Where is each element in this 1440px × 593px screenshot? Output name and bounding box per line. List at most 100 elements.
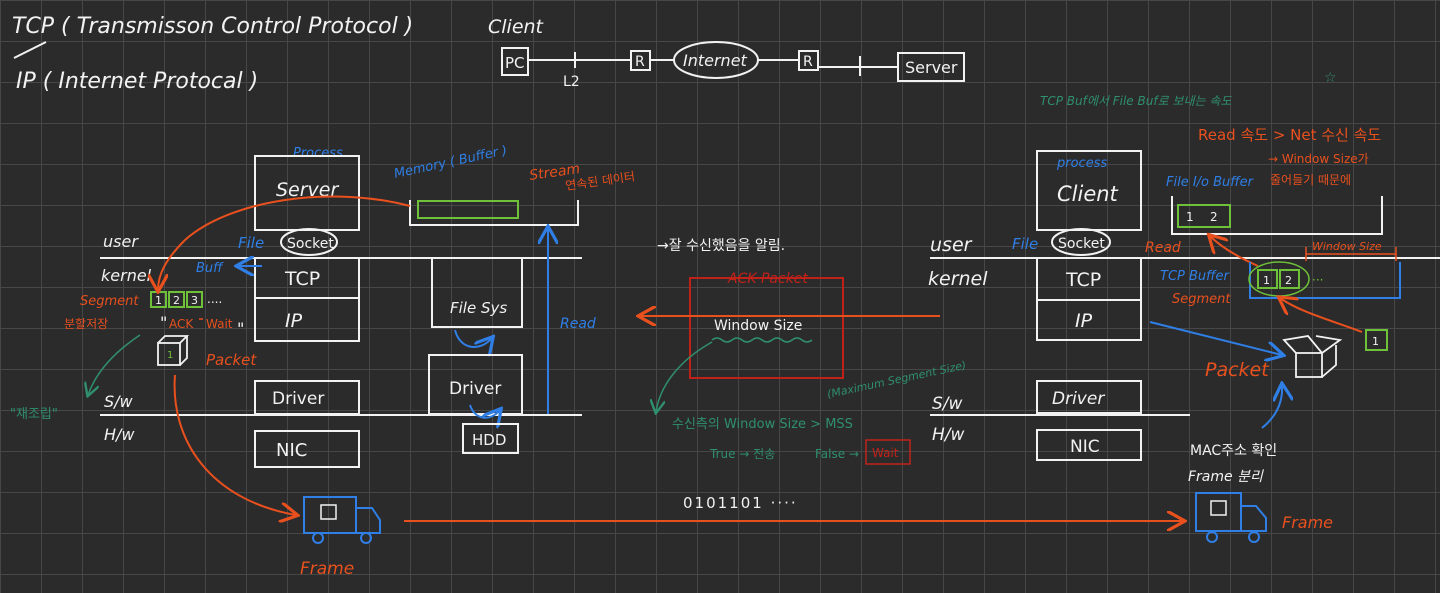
net-server-label: Server xyxy=(905,58,958,77)
net-router-1-label: R xyxy=(635,54,645,70)
server-seg-3-label: 3 xyxy=(191,294,198,307)
net-server-box xyxy=(897,52,965,82)
file-io-buffer-data xyxy=(1177,204,1231,228)
client-read-label: Read xyxy=(1145,240,1181,256)
window-rule-arrow xyxy=(656,341,713,412)
tcp-buffer-label: TCP Buffer xyxy=(1160,269,1231,284)
tcp-buf-seg-2 xyxy=(1279,269,1300,289)
server-seg-1-label: 1 xyxy=(155,294,162,307)
client-packet-label: Packet xyxy=(1205,359,1270,381)
memory-buffer-data xyxy=(417,200,519,219)
reassemble-arrow xyxy=(88,334,141,395)
net-client-label: Client xyxy=(488,16,545,38)
client-process-name: Client xyxy=(1057,182,1119,206)
driver2-label: Driver xyxy=(449,379,501,399)
server-file-label: File xyxy=(238,234,264,252)
bits-label: 0101101 ···· xyxy=(683,494,798,512)
file-io-buffer-box xyxy=(1171,196,1383,235)
server-segment-label: Segment xyxy=(80,294,139,309)
filesys-label: File Sys xyxy=(450,299,507,317)
server-tcp-label: TCP xyxy=(284,268,320,290)
ack-close-quote: " xyxy=(237,319,244,338)
reassemble-label: "재조립" xyxy=(10,407,58,422)
ack-open-quote: " xyxy=(160,313,167,332)
client-socket-label: Socket xyxy=(1058,236,1105,252)
net-pc-box xyxy=(501,47,529,76)
title-slash xyxy=(13,41,47,59)
file-io-buf-2: 2 xyxy=(1210,210,1218,224)
ack-wait-ack: ACK xyxy=(169,317,194,331)
true-note: True → 전송 xyxy=(709,447,775,461)
server-seg-3 xyxy=(186,291,203,308)
server-sw-label: S/w xyxy=(104,392,134,411)
ack-wait-wait: Wait xyxy=(206,317,233,331)
client-frame-label: Frame xyxy=(1282,513,1333,532)
client-side: user kernel S/w H/w process Client File … xyxy=(928,70,1440,543)
client-sw-label: S/w xyxy=(932,394,963,414)
window-size-underline xyxy=(711,337,813,343)
server-process-label: Process xyxy=(293,146,343,161)
client-nic-label: NIC xyxy=(1070,437,1100,457)
server-packet-icon xyxy=(157,335,190,366)
client-process-label: process xyxy=(1056,156,1107,171)
server-seg-2-label: 2 xyxy=(173,294,180,307)
hdd-label: HDD xyxy=(472,431,506,449)
network-topology: Client PC L2 R Internet R Server xyxy=(488,16,965,90)
server-side: user kernel S/w H/w Process Server File … xyxy=(10,143,636,579)
packet-to-frame-arrow xyxy=(173,374,296,515)
tcp-buffer-box xyxy=(1249,262,1401,299)
stream-label: Stream xyxy=(528,161,581,184)
title-ip: IP ( Internet Protocal ) xyxy=(16,69,258,94)
client-packet-icon xyxy=(1282,335,1343,378)
server-ip-label: IP xyxy=(285,310,303,332)
server-socket-label: Socket xyxy=(287,236,334,252)
net-router-2-label: R xyxy=(803,54,813,70)
filesys-to-driver-arrow xyxy=(454,329,492,347)
server-seg-dots: .... xyxy=(207,292,222,306)
server-truck-icon xyxy=(303,496,381,544)
client-hw-label: H/w xyxy=(932,425,965,445)
window-size-label: Window Size xyxy=(714,318,802,334)
client-kernel-label: kernel xyxy=(928,268,988,290)
memory-buffer-label: Memory ( Buffer ) xyxy=(393,143,509,182)
server-split-store: 분할저장 xyxy=(64,317,108,331)
memory-buffer-box xyxy=(409,200,579,226)
client-packet-seg xyxy=(1365,329,1388,351)
client-segment-label: Segment xyxy=(1172,292,1231,307)
client-file-label: File xyxy=(1012,235,1038,253)
server-hw-label: H/w xyxy=(104,425,135,444)
file-io-buf-1: 1 xyxy=(1186,210,1194,224)
window-rule: 수신측의 Window Size > MSS xyxy=(672,417,853,432)
net-pc-label: PC xyxy=(505,54,525,72)
wait-box xyxy=(865,439,911,465)
client-driver-box xyxy=(1036,380,1142,414)
server-packet-label: Packet xyxy=(206,351,257,369)
server-ip-box xyxy=(254,297,360,342)
server-buff-label: Buff xyxy=(196,261,224,276)
server-kernel-label: kernel xyxy=(101,266,152,285)
client-socket xyxy=(1051,228,1111,256)
client-driver-label: Driver xyxy=(1052,389,1105,409)
speed-star: ☆ xyxy=(1324,70,1337,86)
filesys-box xyxy=(431,257,523,328)
mac-check-label: MAC주소 확인 xyxy=(1190,443,1277,459)
window-shrink-note: → Window Size가 xyxy=(1268,152,1369,166)
server-nic-box xyxy=(254,430,360,468)
client-ip-box xyxy=(1036,299,1142,341)
server-driver-label: Driver xyxy=(272,389,324,409)
client-window-size-label: Window Size xyxy=(1312,240,1382,253)
client-tcp-label: TCP xyxy=(1065,269,1101,291)
client-packet-num: 1 xyxy=(1372,335,1379,348)
tcp-buf-seg-2-label: 2 xyxy=(1285,274,1292,287)
server-to-segment-arrow xyxy=(158,195,411,290)
hdd-box xyxy=(462,423,519,454)
ip-to-packet-arrow xyxy=(1149,321,1282,355)
tcpbuf-to-filebuf-arrow xyxy=(1210,236,1259,267)
title-block: TCP ( Transmisson Control Protocol ) IP … xyxy=(12,14,413,94)
server-frame-label: Frame xyxy=(300,559,354,579)
net-internet-label: Internet xyxy=(683,51,748,70)
server-nic-label: NIC xyxy=(276,440,307,461)
frame-to-packet-arrow xyxy=(1261,385,1282,429)
